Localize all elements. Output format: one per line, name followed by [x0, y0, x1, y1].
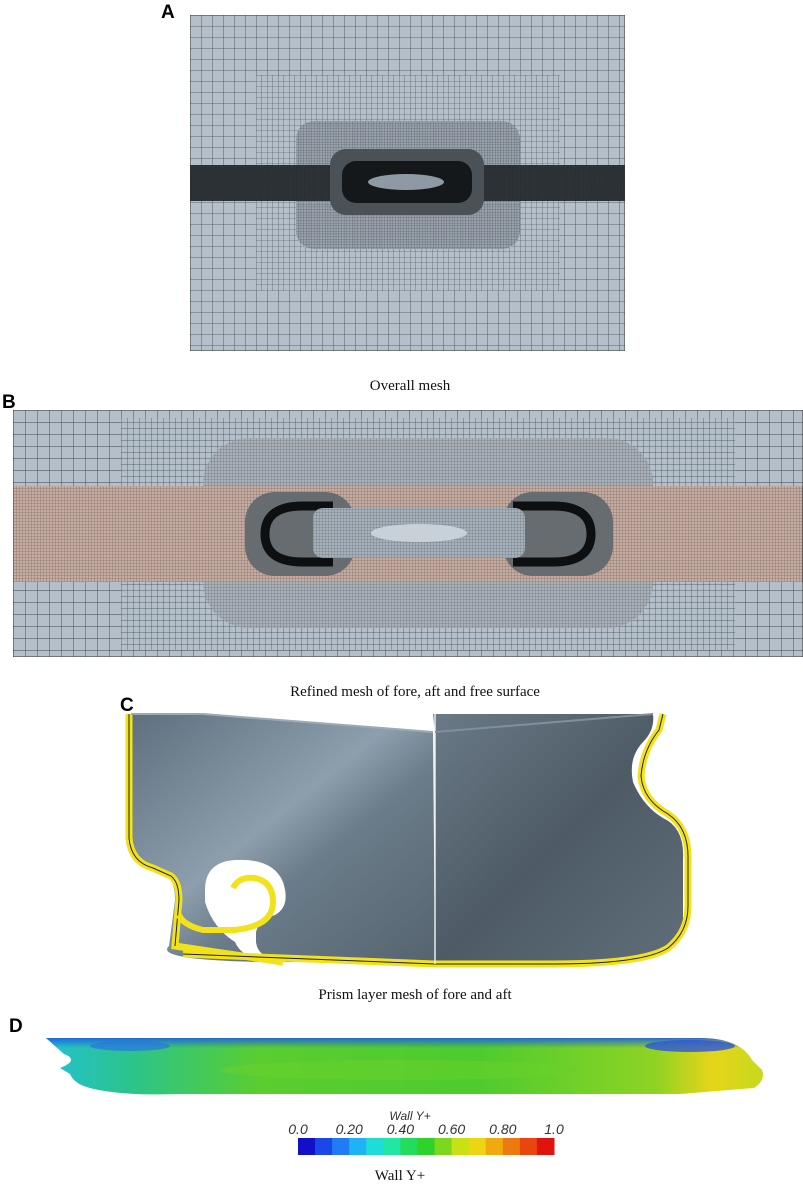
panel-a-label: A: [161, 2, 175, 23]
colorbar-tick-label: 0.40: [387, 1121, 414, 1137]
colorbar-title: Wall Y+: [389, 1109, 430, 1123]
panel-c-caption: Prism layer mesh of fore and aft: [318, 987, 512, 1003]
colorbar-tick-label: 0.60: [438, 1121, 465, 1137]
colorbar-swatch: [400, 1138, 418, 1155]
panel-b-caption: Refined mesh of fore, aft and free surfa…: [290, 684, 540, 700]
colorbar-swatch: [502, 1138, 521, 1155]
colorbar-swatch: [451, 1138, 470, 1155]
colorbar-swatch: [383, 1138, 401, 1155]
overall-mesh-image: [190, 15, 625, 351]
wall-y-plus-contour-image: [46, 1038, 763, 1095]
wall-y-plus-colorbar: Wall Y+ 0.0 0.20 0.40 0.60 0.80 1.0: [288, 1109, 564, 1155]
panel-c-label: C: [120, 695, 134, 716]
colorbar-swatch: [315, 1138, 333, 1155]
colorbar-tick-label: 0.80: [489, 1121, 516, 1137]
colorbar-swatch: [468, 1138, 487, 1155]
colorbar-swatch: [434, 1138, 453, 1155]
panel-d-caption: Wall Y+: [374, 1168, 426, 1184]
panel-d-label: D: [9, 1016, 23, 1037]
colorbar-swatch: [485, 1138, 504, 1155]
colorbar-swatch: [366, 1138, 384, 1155]
colorbar-swatch: [332, 1138, 350, 1155]
colorbar-swatch: [417, 1138, 436, 1155]
colorbar-tick-label: 0.20: [336, 1121, 363, 1137]
colorbar-swatch: [536, 1138, 555, 1155]
panel-a-caption: Overall mesh: [369, 378, 451, 394]
colorbar-swatch: [298, 1138, 316, 1155]
colorbar-tick-label: 0.0: [288, 1121, 308, 1137]
colorbar-swatch: [349, 1138, 367, 1155]
refined-mesh-image: [13, 410, 803, 657]
colorbar-swatch: [519, 1138, 538, 1155]
prism-layer-mesh-image: [125, 713, 692, 968]
panel-b-label: B: [2, 392, 16, 413]
colorbar-tick-label: 1.0: [544, 1121, 564, 1137]
